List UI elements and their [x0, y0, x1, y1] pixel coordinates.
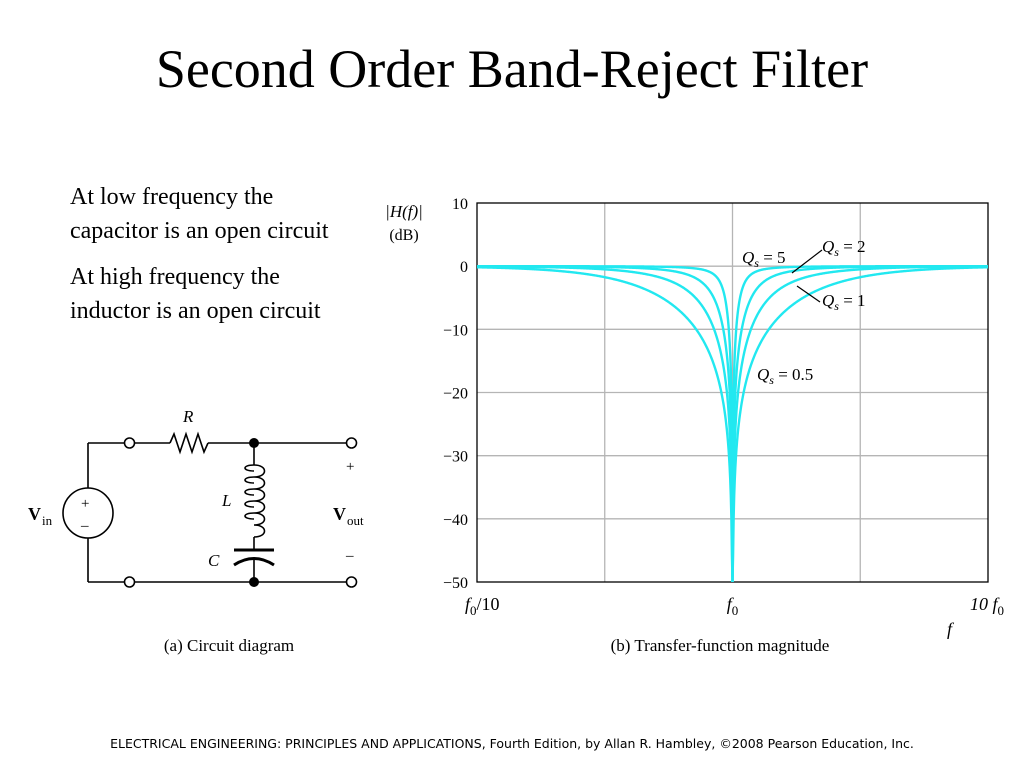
- annotation-qs-5: Qs = 5: [742, 248, 786, 270]
- x-tick-label: f0: [727, 594, 739, 618]
- slide-title: Second Order Band-Reject Filter: [155, 39, 869, 99]
- y-axis-unit: (dB): [389, 227, 418, 244]
- curve-qs-0-5: [476, 266, 989, 583]
- annotation-qs-1: Qs = 1: [822, 291, 866, 313]
- chart-caption: (b) Transfer-function magnitude: [611, 636, 830, 655]
- bullet-high-frequency: At high frequency the inductor is an ope…: [70, 264, 321, 324]
- y-tick-label: −10: [443, 322, 468, 339]
- x-tick-label: 10 f0: [970, 594, 1004, 618]
- chart-curves: [476, 264, 989, 583]
- bullet-list: At low frequency the capacitor is an ope…: [70, 180, 340, 340]
- annotation-qs-2: Qs = 2: [822, 237, 866, 259]
- y-tick-label: −30: [443, 449, 468, 466]
- bullet-low-frequency: At low frequency the capacitor is an ope…: [70, 184, 329, 244]
- x-tick-label: f0/10: [465, 594, 500, 618]
- footer-credit: ELECTRICAL ENGINEERING: PRINCIPLES AND A…: [110, 736, 914, 751]
- y-axis-label: |H(f)|: [385, 202, 423, 221]
- annotation-leader-line: [796, 285, 821, 303]
- y-tick-label: 0: [460, 259, 468, 276]
- chart-ticks: 10 0 −10 −20 −30 −40 −50 f0/10 f0 10 f0: [443, 196, 1004, 618]
- annotation-leader-line: [791, 249, 823, 274]
- y-tick-label: −40: [443, 512, 468, 529]
- annotation-qs-0-5: Qs = 0.5: [757, 365, 813, 387]
- chart-annotations: Qs = 5 Qs = 2 Qs = 1 Qs = 0.5: [742, 237, 866, 387]
- y-tick-label: −50: [443, 575, 468, 592]
- y-tick-label: −20: [443, 386, 468, 403]
- y-tick-label: 10: [452, 196, 468, 213]
- x-axis-label: f: [947, 619, 955, 639]
